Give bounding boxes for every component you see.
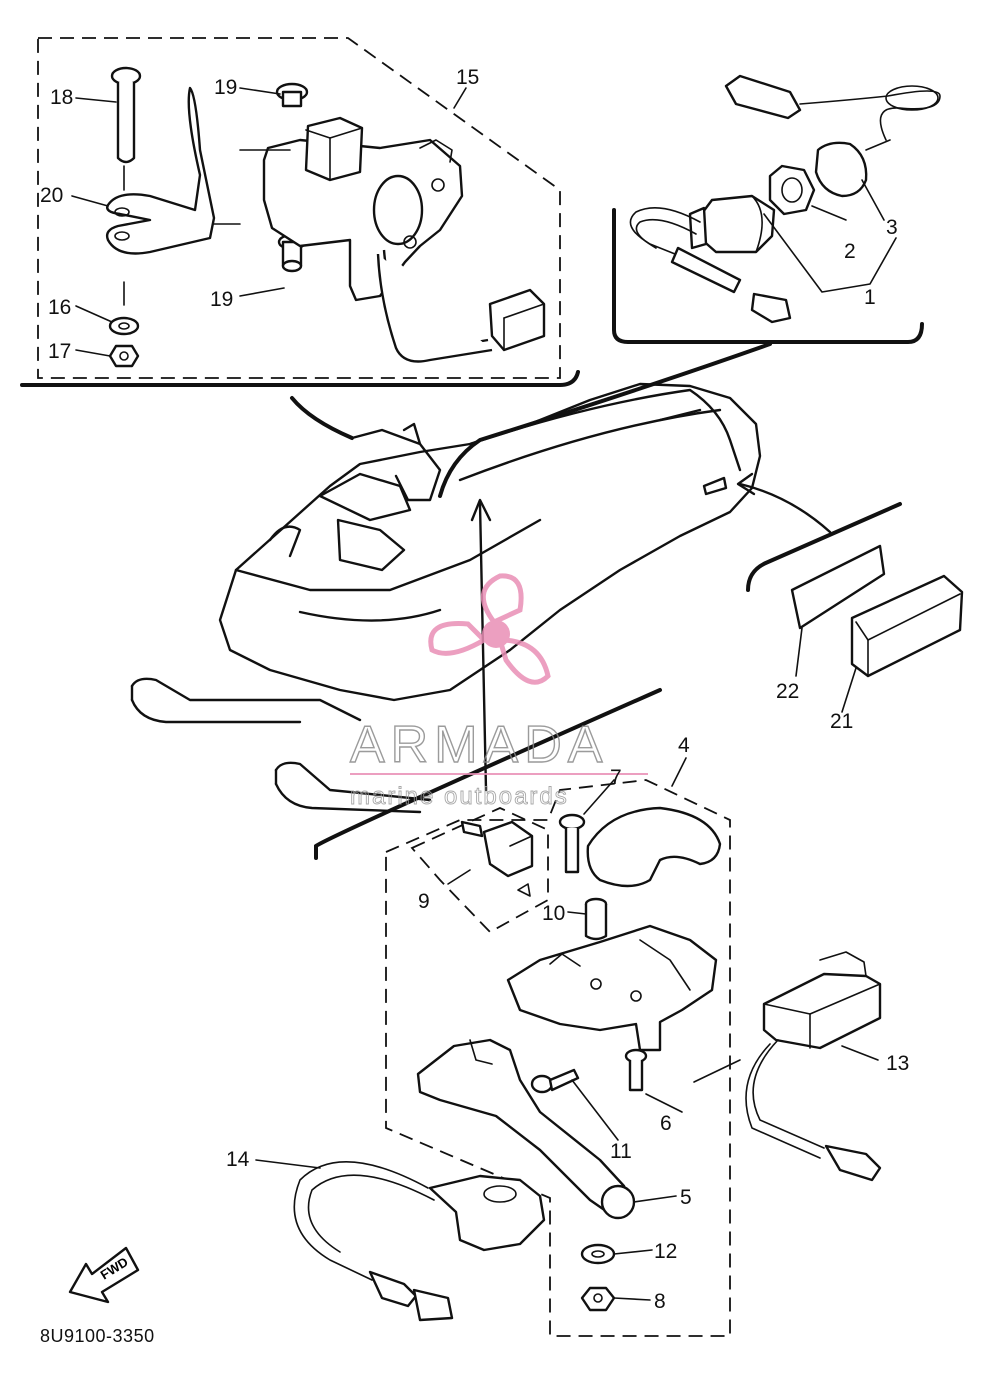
- group-9-frame: [410, 807, 549, 934]
- callout-leaders: [71, 87, 885, 1301]
- sticker-22: [790, 544, 886, 630]
- callout-5: 5: [680, 1186, 692, 1209]
- main-switch-wire: [629, 206, 792, 324]
- callout-8: 8: [654, 1290, 666, 1313]
- callout-17: 17: [48, 340, 71, 363]
- bolt-18: [110, 66, 142, 164]
- callout-9: 9: [418, 890, 430, 913]
- callout-19-upper: 19: [214, 76, 237, 99]
- callout-18: 18: [50, 86, 73, 109]
- callout-13: 13: [886, 1052, 909, 1075]
- callout-21: 21: [830, 710, 853, 733]
- switch-screw-9: [460, 820, 534, 897]
- safety-lanyard: [724, 74, 941, 141]
- group-15-frame: [20, 37, 580, 387]
- arrow-to-handle: [478, 502, 488, 792]
- watermark-brand: ARMADA: [350, 716, 608, 774]
- callout-22: 22: [776, 680, 799, 703]
- callout-6: 6: [660, 1112, 672, 1135]
- nut-2: [768, 164, 816, 216]
- relay-13: [693, 951, 882, 1182]
- watermark-tagline: marine outboards: [350, 783, 569, 810]
- callout-15: 15: [456, 66, 479, 89]
- arrow-head-handle: [470, 498, 492, 522]
- callout-7: 7: [610, 766, 622, 789]
- screw-6: [624, 1048, 648, 1092]
- nut-12: [580, 1243, 616, 1265]
- fwd-arrow-icon: FWD: [68, 1246, 140, 1304]
- group-4-frame: [314, 688, 731, 1337]
- screw-11: [530, 1068, 580, 1094]
- callout-14: 14: [226, 1148, 250, 1171]
- grommet-19-upper: [275, 82, 309, 108]
- nut-8: [580, 1286, 616, 1312]
- reflector-group-frame: [746, 502, 902, 592]
- group-1-bracket-line: [763, 213, 897, 293]
- snowmobile-body: [130, 382, 762, 814]
- propeller-logo-icon: [428, 573, 551, 685]
- throttle-sensor-14: [293, 1161, 546, 1322]
- collar-10: [584, 897, 608, 941]
- callout-labels: 18 20 16 17 19 19 15 3 2 1 22 21 4 7 9 1…: [40, 66, 909, 1313]
- bracket-20: [105, 86, 216, 255]
- switch-cap-3: [814, 139, 891, 198]
- nut-17: [108, 344, 140, 368]
- group-1-frame: [612, 208, 924, 344]
- callout-10: 10: [542, 902, 565, 925]
- callout-1: 1: [864, 286, 876, 309]
- arrow-head-reflector: [736, 472, 756, 496]
- watermark: ARMADA marine outboards: [349, 573, 648, 810]
- washer-16: [108, 316, 140, 336]
- callout-11: 11: [610, 1140, 632, 1163]
- lever-bracket: [506, 924, 718, 1052]
- throttle-switch-assembly-15: [213, 116, 546, 363]
- callout-3: 3: [886, 216, 898, 239]
- callout-20: 20: [40, 184, 63, 207]
- leader-15: [290, 396, 354, 440]
- callout-16: 16: [48, 296, 71, 319]
- main-switch-1: [688, 194, 776, 254]
- arrow-to-reflector: [738, 482, 832, 534]
- lever-5: [416, 1038, 636, 1220]
- cover-7: [586, 806, 722, 888]
- callout-12: 12: [654, 1240, 677, 1263]
- callout-19-lower: 19: [210, 288, 233, 311]
- callout-2: 2: [844, 240, 856, 263]
- callout-4: 4: [678, 734, 690, 757]
- drawing-code: 8U9100-3350: [40, 1326, 155, 1346]
- bolt-7: [558, 813, 586, 874]
- reflector-21: [850, 574, 964, 678]
